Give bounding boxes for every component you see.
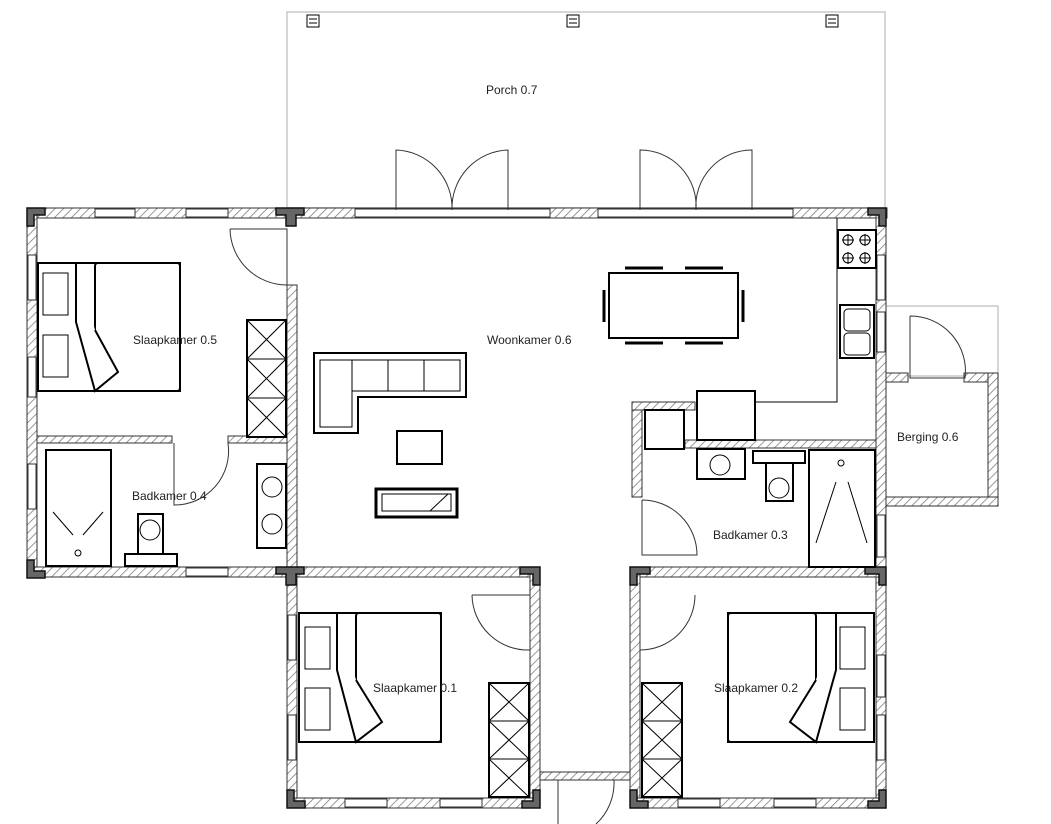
room-label-slaapkamer-0-1: Slaapkamer 0.1 xyxy=(373,681,457,695)
toilet xyxy=(124,513,178,567)
sofa xyxy=(313,352,467,434)
sink-icon xyxy=(839,304,875,359)
bathroom-fixtures xyxy=(696,448,876,568)
columns xyxy=(26,207,887,809)
doors xyxy=(173,149,966,824)
fridge xyxy=(696,390,756,441)
coffee-table xyxy=(396,430,443,465)
shower xyxy=(808,449,876,568)
double-bed xyxy=(727,612,875,744)
room-label-slaapkamer-0-2: Slaapkamer 0.2 xyxy=(714,681,798,695)
room-label-badkamer-0-3: Badkamer 0.3 xyxy=(713,528,788,542)
room-label-slaapkamer-0-5: Slaapkamer 0.5 xyxy=(133,333,217,347)
wardrobe xyxy=(246,319,287,438)
porch-light-icon xyxy=(825,14,839,28)
room-label-berging: Berging 0.6 xyxy=(897,430,959,444)
porch xyxy=(286,11,886,209)
stove-icon xyxy=(842,234,871,264)
sink xyxy=(696,448,746,480)
tv-cabinet xyxy=(374,487,459,519)
double-sink xyxy=(256,463,287,549)
windows xyxy=(27,208,886,808)
kitchen-counter xyxy=(644,218,877,450)
shower xyxy=(45,449,112,567)
double-bed xyxy=(37,262,181,393)
wardrobe xyxy=(641,682,683,798)
porch-light-icon xyxy=(306,14,320,28)
porch-light-icon xyxy=(566,14,580,28)
room-label-woonkamer: Woonkamer 0.6 xyxy=(487,333,572,347)
toilet xyxy=(765,462,794,502)
room-label-porch: Porch 0.7 xyxy=(486,83,538,97)
double-bed xyxy=(298,612,442,744)
room-label-badkamer-0-4: Badkamer 0.4 xyxy=(132,489,207,503)
washing-machine xyxy=(644,409,685,450)
wardrobe xyxy=(488,682,530,798)
dining-table xyxy=(602,266,745,345)
